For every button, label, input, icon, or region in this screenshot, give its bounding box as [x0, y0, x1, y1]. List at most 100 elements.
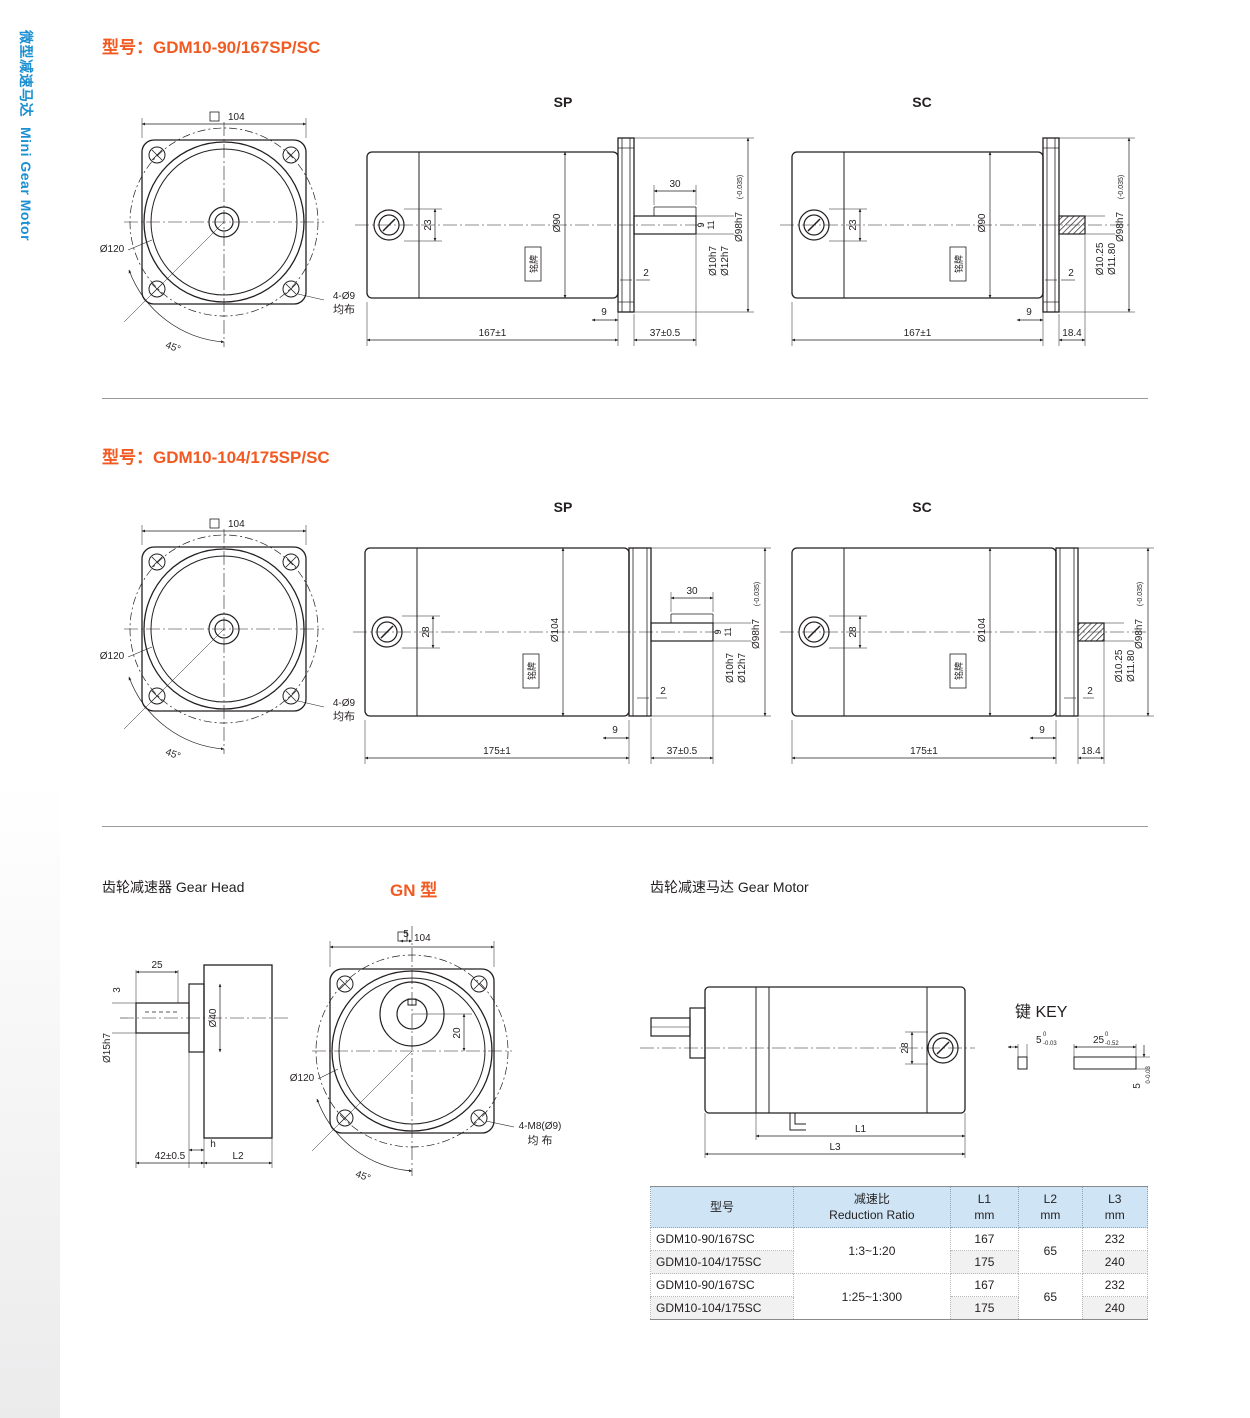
table-row: GDM10-104/175SC 175 240 [650, 1250, 1149, 1274]
shaft-dia-2: Ø11.80 [1126, 650, 1137, 682]
shaft-dia: Ø15h7 [102, 1033, 113, 1063]
sidebar-strip [0, 0, 60, 1418]
shaft-dia: Ø10.25 [1114, 649, 1125, 682]
shaft-dia: Ø10h7 [708, 246, 719, 276]
key-h-tol: -0.03 [1146, 1066, 1152, 1080]
flange-tol: (-0.035) [754, 582, 761, 607]
holes-label: 4-Ø9 [333, 698, 356, 709]
mount-hole-cross [473, 978, 485, 990]
shaft-dia-2: Ø12h7 [737, 653, 748, 683]
square-dim: 104 [228, 112, 245, 123]
nameplate-label: 铭牌 [953, 662, 964, 680]
mount-hole-circle [282, 146, 300, 164]
dim-label: 167±1 [904, 328, 932, 339]
nameplate: 铭牌 [949, 653, 967, 689]
dim-label: 42±0.5 [155, 1151, 186, 1162]
offset-20: 20 [452, 1027, 463, 1039]
angle-arc [316, 1098, 413, 1173]
step-dim: 2 [660, 686, 666, 697]
key-dim-11: 11 [706, 220, 716, 229]
dim-label: L2 [232, 1151, 244, 1162]
square-dim: 104 [228, 519, 245, 530]
key-l: 25 [1093, 1035, 1105, 1046]
sc-title: SC [912, 94, 931, 110]
dim-label: 18.4 [1062, 328, 1082, 339]
body-dia: Ø90 [552, 213, 563, 232]
table-row: GDM10-90/167SC 1:25~1:300 167 65 232 [650, 1273, 1149, 1320]
key-h-zero: 0 [1146, 1080, 1152, 1084]
shaft-dia: Ø10.25 [1095, 242, 1106, 275]
square-symbol [209, 518, 220, 529]
mount-hole [282, 553, 300, 571]
dim-label: 18.4 [1081, 746, 1101, 757]
flange-dia: Ø98h7 [1115, 212, 1126, 242]
sp-title: SP [554, 94, 573, 110]
circle-dim: Ø120 [290, 1073, 315, 1084]
shaft-dia-2: Ø11.80 [1107, 243, 1118, 275]
dim-label: L3 [829, 1142, 841, 1153]
mount-hole [282, 687, 300, 705]
mount-hole [470, 975, 488, 993]
key-l-tol: -0.52 [1105, 1041, 1119, 1047]
key-w: 5 [1036, 1035, 1042, 1046]
output-shaft [650, 622, 714, 642]
leader [297, 700, 325, 708]
boss-dia: Ø40 [208, 1008, 219, 1027]
divider-2 [102, 826, 1148, 827]
shaft-dia-2: Ø12h7 [720, 246, 731, 276]
dim-label: L1 [855, 1124, 867, 1135]
mount-hole [336, 975, 354, 993]
dim-label: 30 [669, 179, 681, 190]
divider-1 [102, 398, 1148, 399]
gearmotor-label: 齿轮减速马达 Gear Motor [650, 879, 809, 895]
holes-note: 均布 [333, 710, 355, 723]
angle-leader [123, 628, 225, 730]
holes-note: 均 布 [527, 1134, 552, 1147]
flange-tol: (-0.035) [737, 175, 744, 200]
angle-label: 45° [164, 340, 182, 356]
nameplate-label: 铭牌 [526, 662, 537, 680]
gap-dim: 9 [1026, 307, 1032, 318]
mount-hole-cross [285, 283, 297, 295]
nameplate-label: 铭牌 [528, 255, 539, 273]
leader [485, 1120, 515, 1128]
mount-hole-cross [339, 978, 351, 990]
nameplate-frame [524, 246, 542, 282]
dim-label: 37±0.5 [667, 746, 698, 757]
leader [317, 1068, 339, 1080]
body-dia: Ø104 [550, 617, 561, 642]
key-label: 键 KEY [1015, 1003, 1068, 1021]
mount-hole-cross [151, 556, 163, 568]
nameplate-frame [522, 653, 540, 689]
nameplate-label: 铭牌 [953, 255, 964, 273]
col-model: 型号 [650, 1186, 794, 1228]
mount-hole-circle [148, 146, 166, 164]
table-row: GDM10-90/167SC 1:3~1:20 167 65 232 [650, 1227, 1149, 1274]
holes-note: 均布 [333, 303, 355, 316]
key-h-dim: 3 [112, 987, 123, 993]
square-dim: 104 [414, 933, 431, 944]
key-end-view [1017, 1056, 1028, 1070]
angle-label: 45° [354, 1169, 372, 1185]
angle-label: 45° [164, 747, 182, 763]
mount-hole-cross [285, 690, 297, 702]
holes-label: 4-M8(Ø9) [519, 1121, 562, 1132]
section-1-title: 型号：GDM10-90/167SP/SC [102, 38, 321, 57]
output-shaft [633, 215, 697, 235]
nameplate-frame [949, 653, 967, 689]
mount-hole-circle [148, 553, 166, 571]
key-h: 5 [1132, 1083, 1143, 1089]
mount-hole-circle [282, 687, 300, 705]
gearhead-label: 齿轮减速器 Gear Head [102, 879, 245, 895]
shaft-dia: Ø10h7 [725, 653, 736, 683]
